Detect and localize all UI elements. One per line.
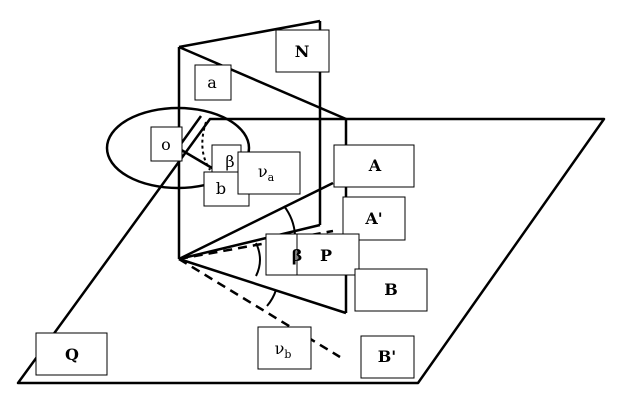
plane-q	[16, 117, 606, 385]
label-box-a	[194, 64, 232, 101]
label-box-o	[150, 126, 183, 162]
label-box-nu-b	[257, 326, 312, 370]
label-box-n	[275, 29, 330, 73]
label-box-b-cap	[354, 268, 428, 312]
angle-arc-beta	[255, 242, 261, 277]
label-box-beta-small	[211, 144, 242, 176]
label-nu-b: νb	[275, 339, 292, 361]
label-box-b-prime	[360, 335, 415, 379]
label-p: P	[320, 246, 332, 265]
label-box-q	[35, 332, 108, 376]
label-a-prime: A'	[364, 209, 382, 228]
label-a-cap: A	[368, 156, 382, 175]
angle-arc-nu-b	[266, 289, 277, 307]
label-b-cap: B	[384, 280, 398, 299]
label-q: Q	[65, 345, 79, 364]
label-beta: β	[292, 246, 303, 265]
angle-arc-nu-a	[283, 205, 296, 236]
label-box-a-cap	[333, 144, 415, 188]
plane-n-edge-bottom	[178, 223, 321, 261]
label-box-a-prime	[342, 196, 406, 241]
label-box-nu-a	[237, 151, 301, 195]
label-a: a	[207, 73, 217, 92]
plane-n-edge-top	[178, 19, 321, 49]
projection-b-prime	[178, 257, 341, 359]
ray-a	[178, 181, 334, 261]
label-o: o	[161, 135, 171, 154]
detail-ellipse	[105, 106, 251, 190]
label-beta-small: β	[225, 152, 234, 171]
label-b-prime: B'	[378, 347, 396, 366]
label-nu-a: νa	[258, 162, 275, 184]
plane-p-edge-bottom	[178, 257, 347, 315]
plane-p-edge-top	[178, 45, 347, 121]
label-b: b	[216, 179, 226, 198]
detail-angle-arc	[201, 121, 211, 171]
label-n: N	[295, 42, 310, 61]
label-box-p	[296, 233, 360, 276]
